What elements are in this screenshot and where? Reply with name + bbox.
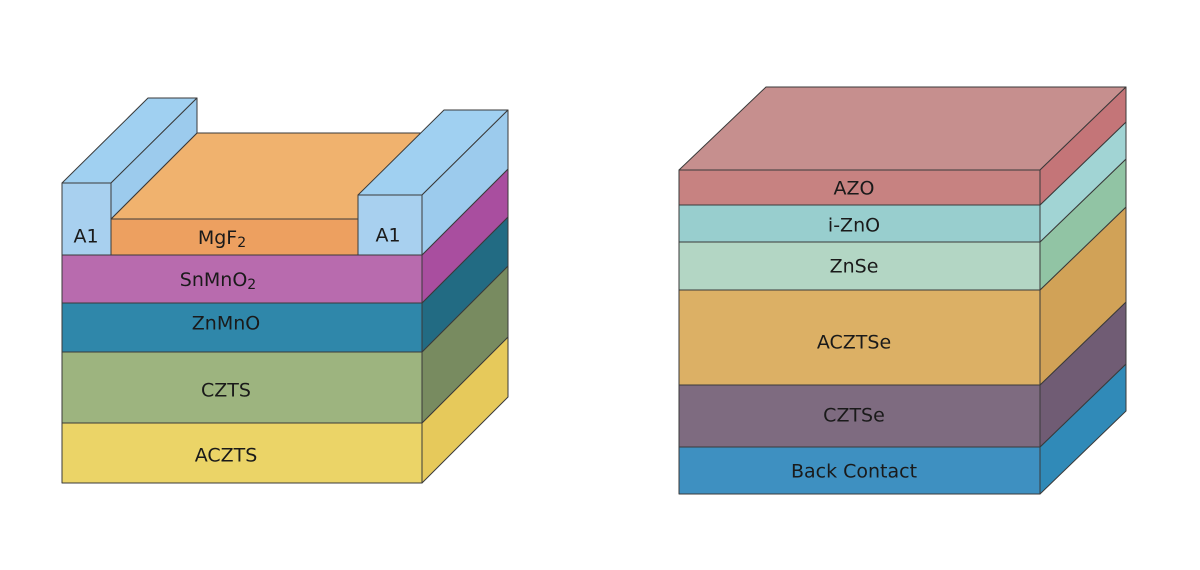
layer-znse-front [678, 241, 1041, 291]
left-device-stack: ACZTS CZTS ZnMnO SnMnO2 MgF2 [61, 97, 509, 484]
layer-znse-label: ZnSe [830, 256, 879, 278]
layer-izno: i-ZnO [678, 121, 1127, 243]
layer-mgf2-front [110, 218, 359, 256]
layer-mgf2-label: MgF2 [198, 227, 246, 252]
layer-czts-label: CZTS [201, 380, 251, 402]
electrode-al-left-label: A1 [73, 226, 98, 248]
layer-izno-label: i-ZnO [828, 215, 880, 237]
electrode-al-right-front [357, 194, 423, 256]
layer-znse: ZnSe [678, 158, 1127, 291]
layer-back-contact-label: Back Contact [791, 461, 917, 483]
layer-back-contact: Back Contact [678, 363, 1127, 495]
layer-cztse-front [678, 384, 1041, 448]
layer-znmno: ZnMnO [61, 216, 509, 353]
electrode-al-left: A1 [61, 97, 198, 256]
layer-aczts: ACZTS [61, 336, 509, 484]
right-device-stack: Back Contact CZTSe ACZTSe ZnSe i-ZnO [678, 86, 1127, 495]
layer-snmno2-front [61, 254, 423, 304]
layer-snmno2: SnMnO2 [61, 168, 509, 304]
layer-back-contact-front [678, 446, 1041, 495]
layer-acztse-label: ACZTSe [817, 332, 891, 354]
layer-cztse: CZTSe [678, 301, 1127, 448]
layer-snmno2-label: SnMnO2 [180, 269, 256, 294]
layer-aczts-front [61, 422, 423, 484]
layer-acztse-front [678, 289, 1041, 386]
layer-azo-front [678, 169, 1041, 206]
layer-aczts-label: ACZTS [195, 445, 258, 467]
layer-izno-front [678, 204, 1041, 243]
layer-cztse-label: CZTSe [823, 405, 885, 427]
layer-acztse: ACZTSe [678, 206, 1127, 386]
layer-azo-label: AZO [834, 178, 875, 200]
layer-azo: AZO [678, 86, 1127, 206]
layer-znmno-label: ZnMnO [192, 313, 260, 335]
electrode-al-left-front [61, 182, 112, 256]
electrode-al-right-label: A1 [375, 225, 400, 247]
electrode-al-right: A1 [357, 109, 509, 256]
